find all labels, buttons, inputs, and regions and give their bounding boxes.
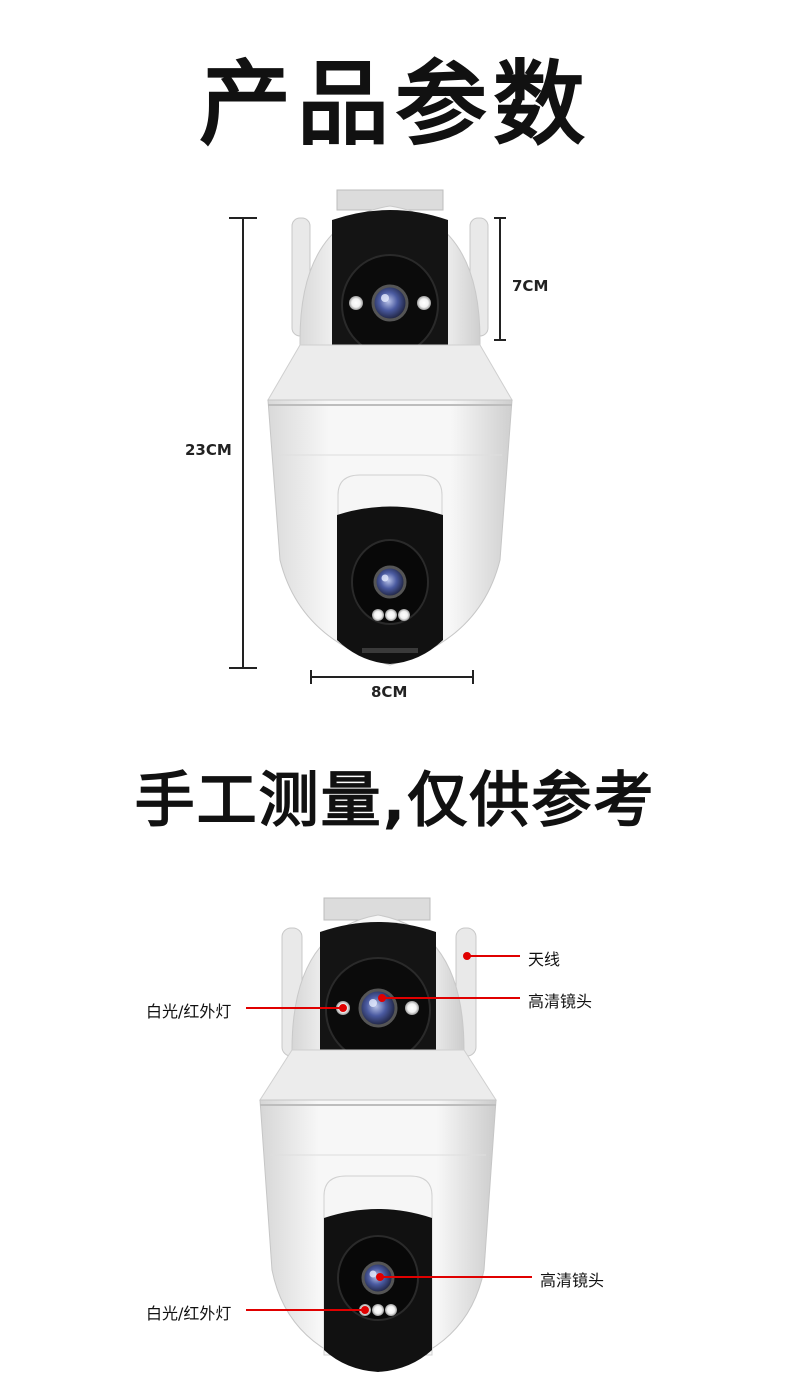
camera-dimension-figure — [229, 189, 513, 684]
callout-antenna: 天线 — [528, 950, 561, 969]
head-dimension-line — [494, 217, 506, 341]
top-led-right — [417, 296, 431, 310]
callout-top-lens: 高清镜头 — [528, 992, 593, 1011]
height-dimension-label: 23CM — [185, 441, 232, 459]
height-dimension-line — [229, 217, 257, 669]
callout-bottom-light: 白光/红外灯 — [146, 1304, 232, 1323]
page-title: 产品参数 — [198, 51, 591, 158]
width-dimension-line — [310, 670, 474, 684]
bottom-led-2 — [385, 609, 397, 621]
callout-bottom-lens: 高清镜头 — [540, 1271, 605, 1290]
measurement-notice: 手工测量,仅供参考 — [134, 766, 656, 836]
antenna-right-2 — [455, 927, 477, 1057]
bottom-lens — [373, 565, 407, 599]
top-led-left — [349, 296, 363, 310]
width-dimension-label: 8CM — [371, 683, 408, 701]
antenna-left-2 — [281, 927, 303, 1057]
top-lens — [371, 284, 409, 322]
mount-bracket-2 — [323, 897, 431, 921]
bottom-led-3 — [398, 609, 410, 621]
head-dimension-label: 7CM — [512, 277, 549, 295]
bottom-led-1 — [372, 609, 384, 621]
callout-top-light: 白光/红外灯 — [146, 1002, 232, 1021]
